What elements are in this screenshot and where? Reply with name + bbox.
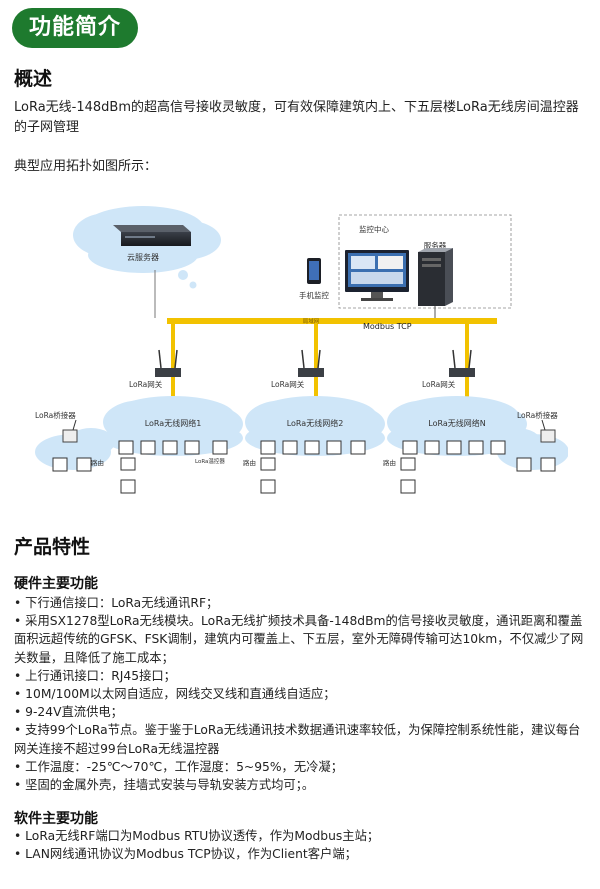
network-n-label: LoRa无线网络N [428,418,485,428]
thermostat-icon [76,457,92,472]
overview-heading: 概述 [14,68,53,90]
lora-network-1 [103,396,243,456]
router-icon [120,457,136,471]
gateway-1-icon [155,349,181,377]
gateway-2-label: LoRa网关 [271,379,305,389]
feature-item: 采用SX1278型LoRa无线模块。LoRa无线扩频技术具备-148dBm的信号… [14,612,590,667]
router-label-1: 路由 [91,458,104,467]
hardware-feature-list: 下行通信接口：LoRa无线通讯RF； 采用SX1278型LoRa无线模块。LoR… [14,594,590,794]
bridge-right-label: LoRa桥接器 [517,410,558,420]
software-heading: 软件主要功能 [14,811,98,827]
server-label: 服务器 [424,240,447,250]
bridge-left-icon [62,419,78,443]
thermostat-icon [140,440,156,455]
mobile-phone-icon [307,258,321,284]
thermostat-icon [212,440,228,455]
network-1-label: LoRa无线网络1 [145,418,202,428]
thermostat-label: LoRa温控器 [195,457,225,465]
thermostat-icon [424,440,440,455]
thermostat-icon [400,479,416,494]
cloud-server-icon [113,225,191,246]
thermostat-icon [304,440,320,455]
features-heading: 产品特性 [14,536,91,558]
gateway-1-label: LoRa网关 [129,379,163,389]
overview-text: LoRa无线-148dBm的超高信号接收灵敏度，可有效保障建筑内上、下五层楼Lo… [14,100,579,135]
gateway-n-icon [449,349,475,377]
gateway-n-label: LoRa网关 [422,379,456,389]
lora-network-2 [245,396,385,456]
feature-item: LoRa无线RF端口为Modbus RTU协议透传，作为Modbus主站； [14,827,590,845]
thermostat-icon [52,457,68,472]
router-icon [260,457,276,471]
thermostat-icon [120,479,136,494]
section-badge: 功能简介 [12,8,138,48]
software-feature-list: LoRa无线RF端口为Modbus RTU协议透传，作为Modbus主站； LA… [14,827,590,863]
feature-item: LAN网线通讯协议为Modbus TCP协议，作为Client客户端； [14,845,590,863]
bridge-left-label: LoRa桥接器 [35,410,76,420]
feature-item: 下行通信接口：LoRa无线通讯RF； [14,594,590,612]
thermostat-icon [402,440,418,455]
thermostat-icon [184,440,200,455]
router-label-n: 路由 [383,458,396,467]
feature-item: 9-24V直流供电； [14,703,590,721]
thermostat-icon [260,479,276,494]
network-2-label: LoRa无线网络2 [287,418,344,428]
topology-caption: 典型应用拓扑如图所示： [14,159,158,174]
thermostat-icon [162,440,178,455]
thermostat-icon [326,440,342,455]
monitor-center-box [338,214,512,309]
router-label-2: 路由 [243,458,256,467]
thermostat-icon [118,440,134,455]
mobile-monitor-label: 手机监控 [299,290,329,300]
bus-label: Modbus TCP [363,322,412,331]
bus-tag: 局域网 [303,317,320,325]
hardware-heading: 硬件主要功能 [14,576,98,592]
thermostat-icon [468,440,484,455]
thermostat-icon [350,440,366,455]
feature-item: 支持99个LoRa节点。鉴于鉴于LoRa无线通讯技术数据通讯速率较低，为保障控制… [14,721,590,757]
cloud-server-label: 云服务器 [127,252,159,262]
thermostat-icon [446,440,462,455]
server-tower-icon [418,248,453,306]
modbus-tcp-bus [167,318,497,324]
feature-item: 坚固的金属外壳，挂墙式安装与导轨安装方式均可；。 [14,776,590,794]
gateway-2-icon [298,349,324,377]
thermostat-icon [516,457,532,472]
bridge-right-icon [540,419,556,443]
feature-item: 上行通讯接口：RJ45接口； [14,667,590,685]
monitor-screen-icon [345,250,409,301]
thermostat-icon [490,440,506,455]
cloud-server-cloud [73,206,221,289]
topology-diagram: 云服务器 监控中心 服务器 手机监控 局域网 Modbus TCP [35,206,568,494]
thermostat-icon [282,440,298,455]
router-icon [400,457,416,471]
monitor-center-label: 监控中心 [359,224,389,234]
feature-item: 工作温度：-25℃～70℃，工作湿度：5~95%，无冷凝； [14,758,590,776]
thermostat-icon [540,457,556,472]
thermostat-icon [260,440,276,455]
feature-item: 10M/100M以太网自适应，网线交叉线和直通线自适应； [14,685,590,703]
